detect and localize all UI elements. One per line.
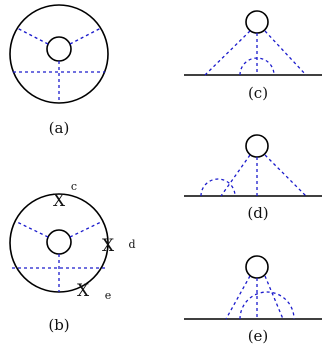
propagator-upper-left <box>16 221 49 238</box>
marker-label-e: e <box>105 289 112 302</box>
panel-a: (a) <box>9 4 109 137</box>
propagator-lines <box>204 30 307 76</box>
panel-label-d: (d) <box>247 204 268 222</box>
marker-x-e: X <box>77 281 90 301</box>
propagator-upper-right <box>69 221 102 238</box>
propagator-upper-right <box>69 27 102 45</box>
panel-label-a: (a) <box>49 119 70 137</box>
marker-label-c: c <box>71 180 77 193</box>
marker-label-d: d <box>128 238 135 251</box>
outer-circle <box>9 4 109 104</box>
marker-x-c: X <box>53 191 66 211</box>
propagator-right <box>264 30 307 76</box>
marker-x-d: X <box>102 236 115 256</box>
inner-loop <box>46 36 72 62</box>
propagator-right <box>264 275 284 320</box>
propagator-left <box>220 154 251 197</box>
propagator-upper-left <box>16 27 49 45</box>
panel-label-c: (c) <box>248 84 268 102</box>
panel-b: X c X d X e (b) <box>9 180 136 334</box>
propagator-lines <box>225 275 295 320</box>
propagator-left <box>225 275 251 320</box>
propagator-lines <box>13 27 105 102</box>
propagator-arc <box>239 57 275 76</box>
propagator-arc <box>239 291 295 320</box>
propagator-lines <box>200 154 307 197</box>
panel-d: (d) <box>184 134 322 222</box>
inner-loop <box>46 229 72 255</box>
propagator-left <box>204 30 251 76</box>
loop-circle <box>245 134 269 158</box>
panel-c: (c) <box>184 10 322 102</box>
panel-label-e: (e) <box>248 327 269 345</box>
panel-label-b: (b) <box>48 316 69 334</box>
loop-circle <box>245 10 269 34</box>
panel-e: (e) <box>184 255 322 345</box>
propagator-lines <box>12 221 106 292</box>
propagator-right <box>264 154 307 197</box>
loop-circle <box>245 255 269 279</box>
propagator-arc <box>200 178 236 197</box>
